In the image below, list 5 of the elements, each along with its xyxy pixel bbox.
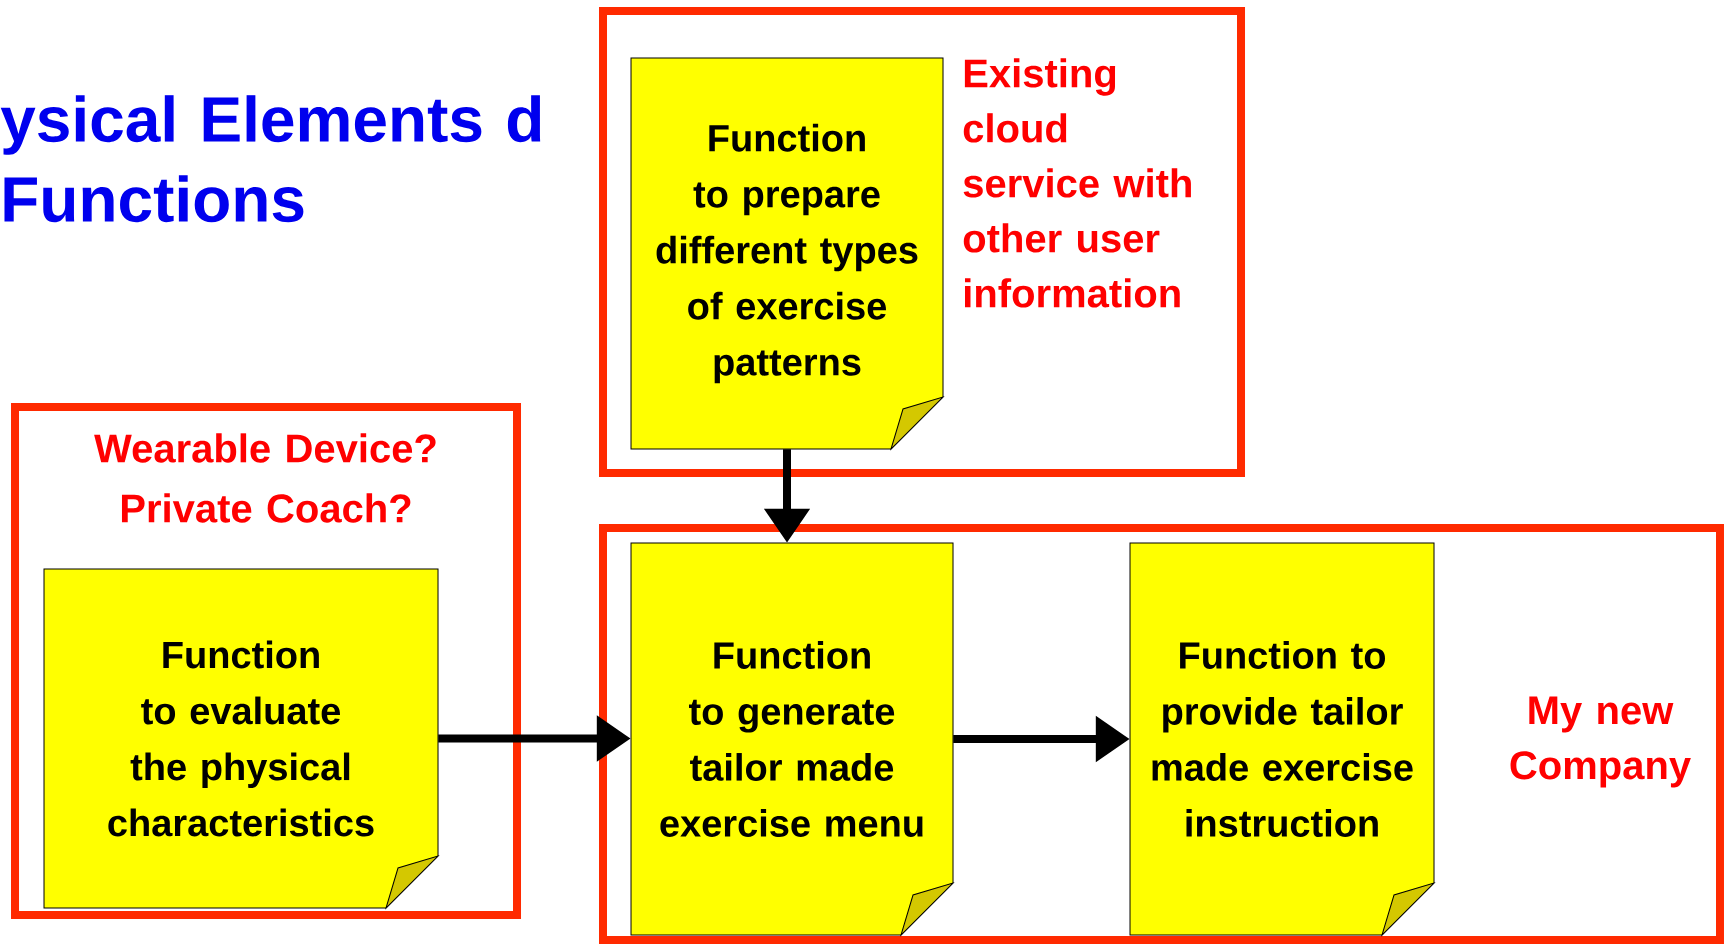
title: ysical Elements d Functions bbox=[0, 95, 541, 223]
sticky-note: Function to generate tailor made exercise menu bbox=[630, 542, 954, 936]
sticky-note: Function to provide tailor made exercise instruction bbox=[1129, 542, 1435, 936]
sticky-note: Function to prepare different types of exercise patterns bbox=[630, 57, 944, 450]
sticky-note: Function to evaluate the physical characteristics bbox=[43, 568, 439, 909]
